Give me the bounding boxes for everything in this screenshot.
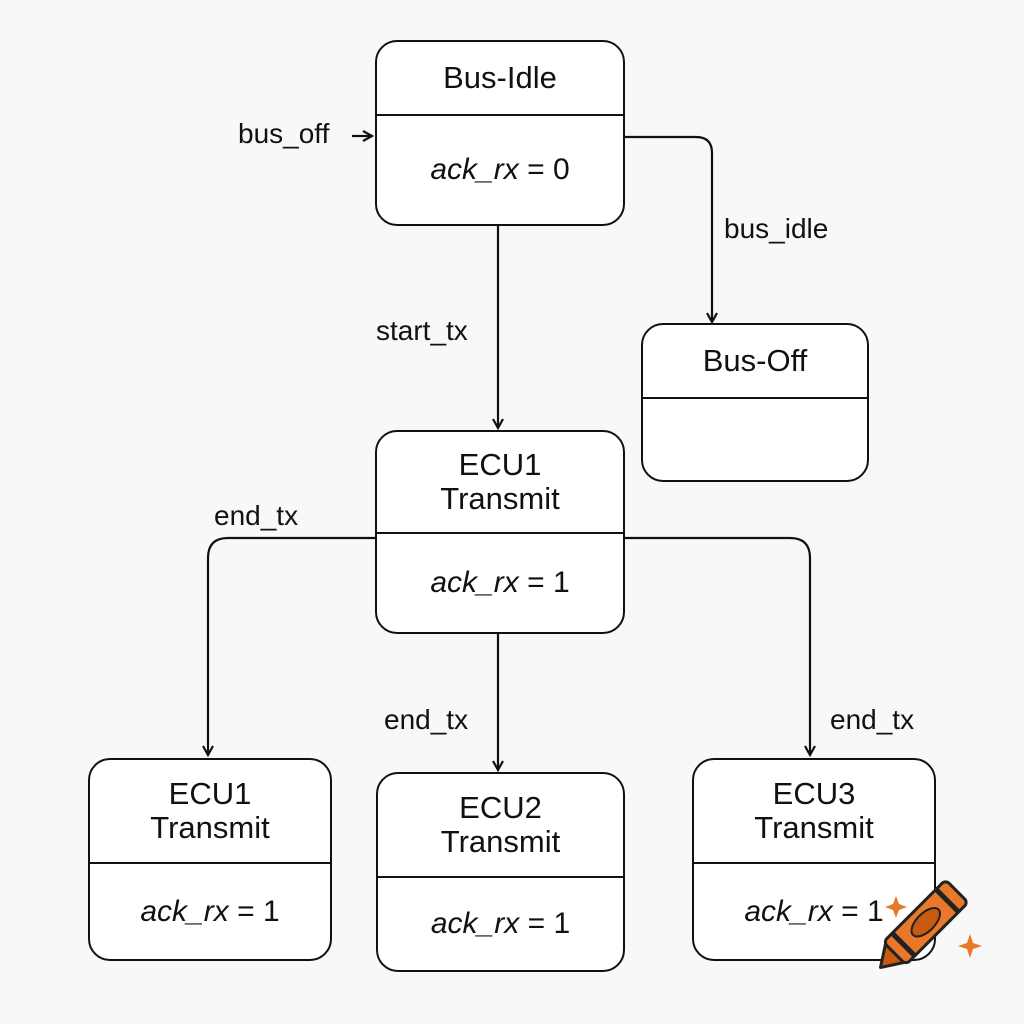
operator: = [518, 566, 553, 599]
variable-name: ack_rx [140, 894, 229, 928]
operator: = [518, 153, 553, 186]
variable-name: ack_rx [430, 907, 520, 940]
variable-value: 1 [553, 907, 571, 940]
operator: = [519, 907, 554, 940]
variable-name: ack_rx [744, 894, 833, 928]
edge-bus-idle [624, 135, 712, 322]
state-variable: ack_rx = 1 [694, 864, 934, 959]
label-start-tx: start_tx [376, 315, 468, 346]
state-bus-off[interactable]: Bus-Off [641, 323, 869, 482]
edge-end-tx-left [208, 536, 376, 755]
operator: = [832, 894, 867, 928]
state-bus-idle[interactable]: Bus-Idle ack_rx = 0 [375, 40, 625, 226]
variable-value: 1 [866, 894, 884, 928]
edge-end-tx-right [624, 536, 810, 755]
state-variable: ack_rx = 1 [377, 534, 623, 632]
crayon-logo-icon [879, 880, 982, 969]
state-ecu1-transmit[interactable]: ECU1 Transmit ack_rx = 1 [88, 758, 332, 961]
state-variable: ack_rx = 1 [378, 878, 623, 970]
state-title: ECU3 Transmit [694, 760, 934, 864]
variable-value: 0 [552, 153, 570, 186]
state-variable: ack_rx = 1 [90, 864, 330, 959]
state-variable: ack_rx = 0 [377, 116, 623, 224]
label-bus-idle: bus_idle [724, 213, 829, 244]
state-variable-empty [643, 399, 867, 480]
label-end-tx-right: end_tx [830, 704, 915, 735]
state-title: ECU1 Transmit [377, 432, 623, 534]
label-end-tx-mid: end_tx [384, 704, 469, 735]
label-end-tx-left: end_tx [214, 500, 299, 531]
state-title: Bus-Off [643, 325, 867, 399]
state-title: Bus-Idle [377, 42, 623, 116]
state-title: ECU2 Transmit [378, 774, 623, 878]
variable-value: 1 [262, 894, 280, 928]
variable-value: 1 [552, 566, 570, 599]
variable-name: ack_rx [430, 153, 519, 186]
state-ecu1-transmit-main[interactable]: ECU1 Transmit ack_rx = 1 [375, 430, 625, 634]
state-ecu2-transmit[interactable]: ECU2 Transmit ack_rx = 1 [376, 772, 625, 972]
label-bus-off: bus_off [238, 118, 330, 149]
operator: = [228, 894, 263, 928]
state-ecu3-transmit[interactable]: ECU3 Transmit ack_rx = 1 [692, 758, 936, 961]
variable-name: ack_rx [430, 566, 519, 599]
state-title: ECU1 Transmit [90, 760, 330, 864]
